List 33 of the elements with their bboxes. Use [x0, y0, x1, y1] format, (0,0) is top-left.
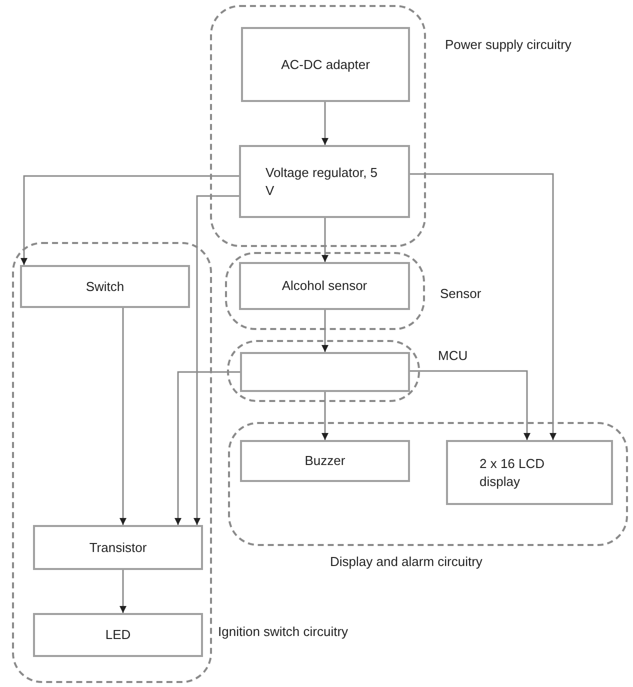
block-box — [239, 262, 410, 310]
block-label: AC-DC adapter — [281, 56, 370, 74]
block-box — [33, 525, 203, 570]
block-label: Switch — [86, 278, 124, 296]
block-box — [20, 265, 190, 308]
arrow — [120, 570, 126, 613]
arrow — [322, 310, 328, 352]
block-box — [33, 613, 203, 657]
block-label: Transistor — [89, 538, 147, 556]
block-box — [239, 145, 410, 218]
arrow — [20, 175, 239, 265]
block-box — [446, 440, 613, 505]
block-label: 2 x 16 LCD display — [480, 454, 546, 490]
block-label: Voltage regulator, 5 V — [266, 164, 379, 200]
group-label: Power supply circuitry — [445, 37, 572, 54]
arrow — [322, 102, 328, 145]
block-label: Alcohol sensor — [282, 277, 368, 295]
block-label: LED — [105, 626, 131, 644]
group-label: Ignition switch circuitry — [218, 624, 350, 640]
arrow — [194, 195, 239, 525]
block-box — [241, 27, 410, 102]
block-box — [240, 440, 410, 482]
arrow — [174, 371, 240, 525]
group-label: Display and alarm circuitry — [330, 554, 484, 570]
group-label: MCU — [438, 348, 469, 364]
block-label: Buzzer — [304, 452, 346, 470]
arrow — [322, 392, 328, 440]
arrow — [410, 370, 530, 440]
arrow — [322, 218, 328, 262]
empty-block-box — [240, 352, 410, 392]
arrow — [120, 308, 126, 525]
arrow — [410, 173, 556, 440]
group-label: Sensor — [440, 286, 482, 302]
